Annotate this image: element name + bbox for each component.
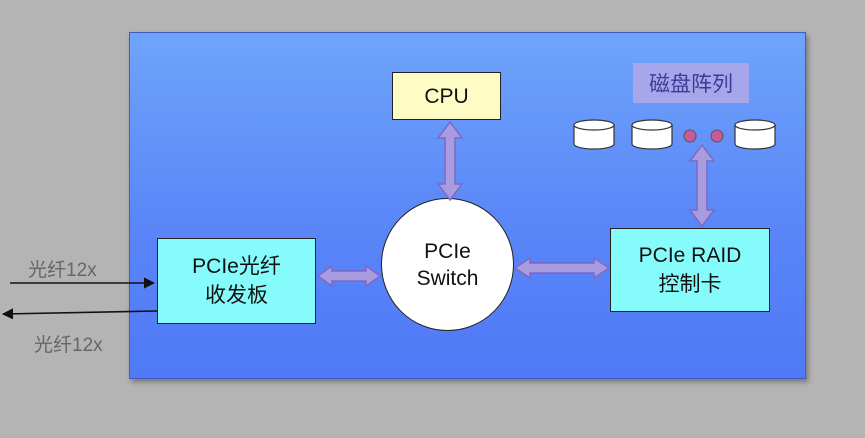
pcie-switch-label-line2: Switch — [416, 266, 479, 290]
cpu-label: CPU — [424, 84, 469, 108]
pcie-switch-label-line1: PCIe — [424, 239, 471, 263]
fiber-switch-arrow — [316, 264, 382, 288]
ellipsis-dot-icon — [710, 129, 724, 143]
ellipsis-dot-icon — [683, 129, 697, 143]
fiber-card-label-line2: 收发板 — [205, 284, 268, 307]
cpu-box: CPU — [392, 72, 501, 120]
disk-icon — [631, 119, 673, 150]
disk-array-label: 磁盘阵列 — [633, 63, 749, 103]
cpu-switch-arrow — [436, 120, 464, 202]
disk-icon — [734, 119, 776, 150]
disk-raid-arrow — [688, 143, 716, 228]
fiber-in-label: 光纤12x — [28, 260, 97, 281]
fiber-card-label-line1: PCIe光纤 — [192, 255, 281, 278]
raid-controller-card: PCIe RAID 控制卡 — [610, 228, 770, 312]
raid-card-label-line2: 控制卡 — [658, 273, 722, 296]
raid-card-label-line1: PCIe RAID — [638, 244, 742, 267]
switch-raid-arrow — [513, 256, 611, 280]
fiber-out-label: 光纤12x — [34, 335, 103, 356]
fiber-out-line — [1, 308, 158, 320]
pcie-switch-node: PCIe Switch — [381, 198, 514, 331]
disk-icon — [573, 119, 615, 150]
fiber-transceiver-card: PCIe光纤 收发板 — [157, 238, 316, 324]
